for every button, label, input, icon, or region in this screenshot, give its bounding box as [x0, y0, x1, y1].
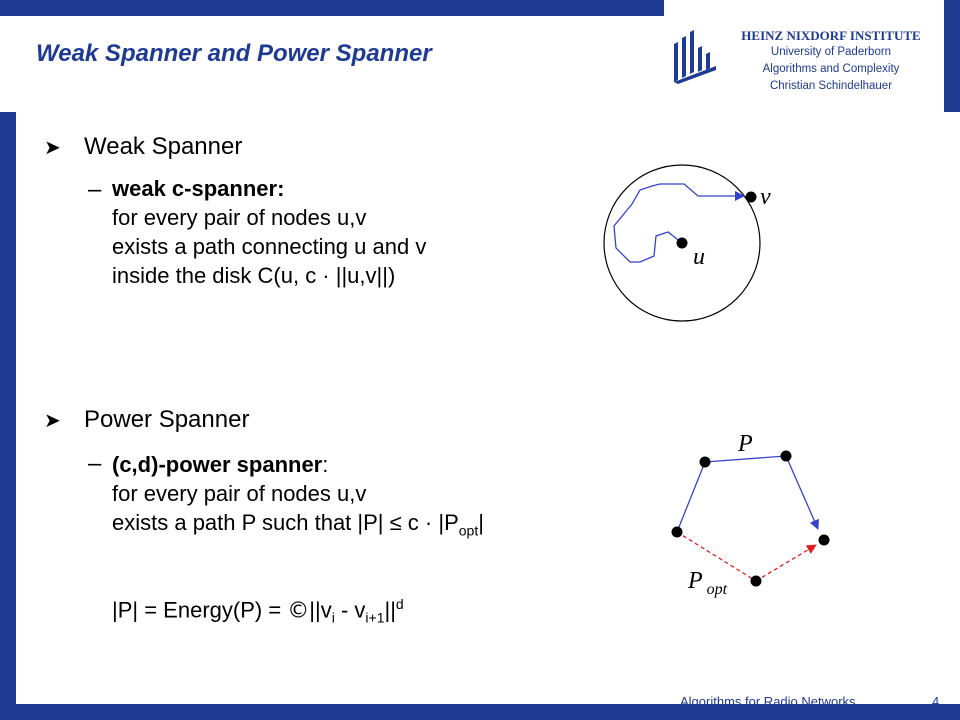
- graph-node: [699, 456, 711, 468]
- arrow-bullet-icon: ➤: [44, 408, 61, 432]
- energy-formula: |P| = Energy(P) = ©||vi - vi+1||d: [112, 596, 404, 626]
- definition-line: exists a path connecting u and v: [112, 234, 427, 259]
- formula-part: |P| = Energy(P) =: [112, 597, 288, 623]
- path-edge: [704, 455, 787, 463]
- power-spanner-bullet: ➤ Power Spanner: [44, 406, 249, 434]
- formula-part: ||: [384, 597, 396, 623]
- label-u: u: [693, 244, 705, 270]
- label-v: v: [760, 184, 771, 210]
- label-popt-sub: opt: [707, 581, 728, 598]
- formula-symbol: ©: [287, 598, 310, 624]
- definition-line: inside the disk C(u, c · ||u,v||): [112, 263, 396, 288]
- label-popt-main: P: [687, 568, 703, 594]
- formula-part: - v: [334, 597, 366, 623]
- power-spanner-definition: (c,d)-power spanner: for every pair of n…: [112, 450, 484, 545]
- page-number: 4: [932, 694, 940, 709]
- arrow-bullet-icon: ➤: [44, 135, 61, 159]
- frame-left: [0, 112, 16, 712]
- formula-subscript: i: [331, 609, 335, 626]
- header-panel: [664, 16, 944, 112]
- formula-superscript: d: [395, 596, 404, 612]
- optimal-edge: [676, 531, 757, 582]
- header-bar: [0, 0, 664, 16]
- weak-spanner-definition: weak c-spanner: for every pair of nodes …: [112, 174, 426, 290]
- label-p: P: [737, 431, 753, 457]
- definition-line-with-subscript: exists a path P such that |P| ≤ c · |Pop…: [112, 508, 484, 545]
- university-name: University of Paderborn: [770, 46, 892, 58]
- path-edge: [676, 461, 706, 533]
- optimal-edge: [755, 544, 817, 582]
- power-spanner-heading: Power Spanner: [84, 406, 250, 433]
- graph-node: [750, 575, 762, 587]
- institute-logo-icon: [674, 30, 716, 84]
- power-spanner-term-suffix: :: [322, 452, 329, 477]
- dash-bullet: –: [88, 176, 102, 203]
- graph-node: [818, 534, 830, 546]
- definition-line: for every pair of nodes u,v: [112, 481, 367, 506]
- node-v: [745, 191, 757, 203]
- path-edge: [785, 455, 819, 530]
- slide-title: Weak Spanner and Power Spanner: [36, 40, 432, 67]
- power-spanner-term: (c,d)-power spanner: [112, 452, 323, 477]
- frame-bottom: [0, 704, 960, 720]
- weak-path: [613, 183, 745, 263]
- author-name: Christian Schindelhauer: [769, 80, 893, 92]
- definition-line: for every pair of nodes u,v: [112, 205, 367, 230]
- line-subscript: opt: [458, 522, 479, 539]
- graph-node: [780, 450, 792, 462]
- footer-course: Algorithms for Radio Networks: [680, 694, 856, 709]
- graph-node: [671, 526, 683, 538]
- line-suffix: |: [478, 510, 484, 535]
- weak-spanner-diagram: v u: [603, 164, 771, 322]
- line-prefix: exists a path P such that |P| ≤ c · |P: [112, 510, 459, 535]
- node-u: [676, 237, 688, 249]
- weak-spanner-term: weak c-spanner:: [112, 176, 285, 201]
- disk-circle: [603, 164, 761, 322]
- frame-right: [944, 0, 960, 112]
- weak-spanner-heading: Weak Spanner: [84, 133, 243, 160]
- group-name: Algorithms and Complexity: [762, 63, 900, 75]
- weak-spanner-bullet: ➤ Weak Spanner: [44, 133, 242, 161]
- dash-bullet: –: [88, 450, 102, 477]
- institute-block: HEINZ NIXDORF INSTITUTE University of Pa…: [718, 27, 944, 95]
- formula-part: ||v: [309, 597, 332, 623]
- formula-subscript: i+1: [365, 609, 385, 626]
- institute-name: HEINZ NIXDORF INSTITUTE: [741, 28, 921, 43]
